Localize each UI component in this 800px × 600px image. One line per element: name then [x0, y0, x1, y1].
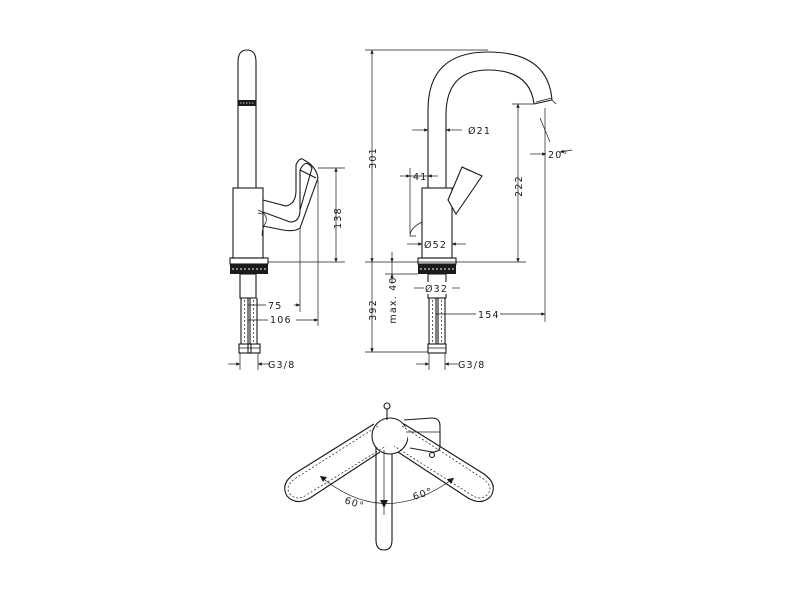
- side-view: 138 75 106 G3/8: [228, 49, 345, 371]
- dim-154: 154: [478, 310, 500, 321]
- dim-392: 392: [368, 299, 379, 321]
- dim-d21: Ø21: [468, 126, 491, 137]
- top-view: 60° 60°: [284, 402, 494, 551]
- dim-20deg: 20°: [548, 150, 568, 161]
- dim-106: 106: [270, 315, 292, 326]
- dim-41: 41: [413, 172, 428, 183]
- dim-d52: Ø52: [424, 240, 447, 251]
- angle-60-left: 60°: [343, 495, 366, 512]
- dim-g38-right: G3/8: [458, 360, 485, 371]
- dim-138: 138: [333, 207, 344, 229]
- aerator-icon: [238, 100, 256, 106]
- dim-75: 75: [268, 301, 283, 312]
- angle-60-right: 60°: [412, 486, 435, 503]
- dim-222: 222: [514, 175, 525, 197]
- dim-301: 301: [368, 147, 379, 169]
- dim-d32: Ø32: [425, 284, 448, 295]
- front-view: 301 392 max. 40 222 154 20° Ø21: [365, 49, 573, 371]
- dim-g38-left: G3/8: [268, 360, 295, 371]
- dim-max40: max. 40: [388, 276, 399, 323]
